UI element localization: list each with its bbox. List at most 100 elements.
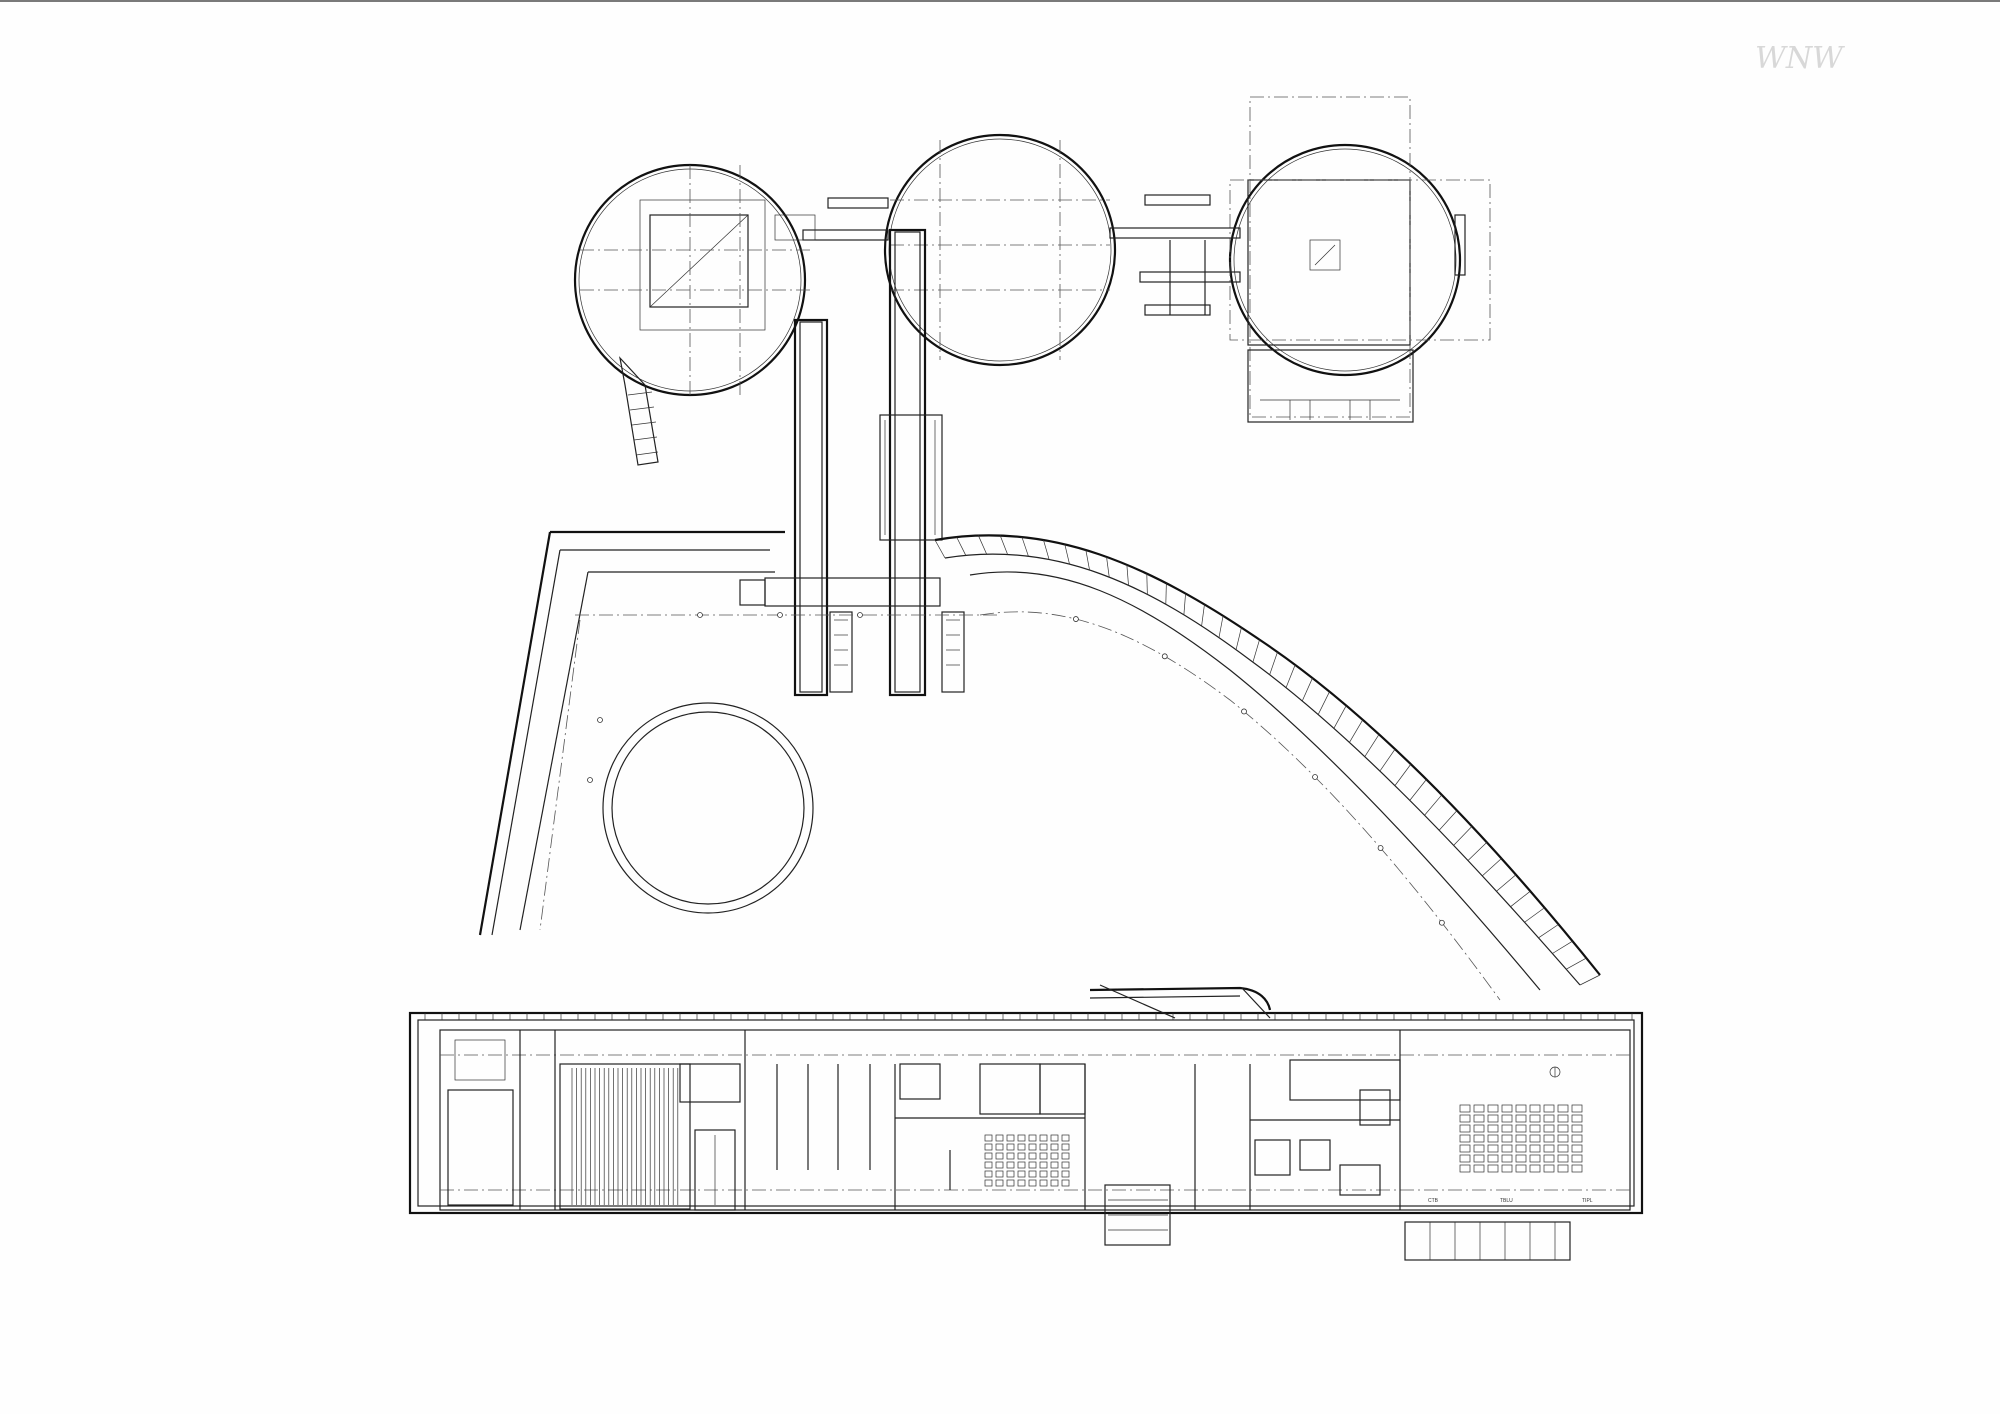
- curved-wall: [934, 534, 1601, 1001]
- signature-mark: WNW: [1755, 41, 1845, 76]
- desk: [1557, 1124, 1569, 1133]
- desk: [1557, 1144, 1569, 1153]
- lower-building: [408, 1011, 1644, 1246]
- wall-pier: [1021, 536, 1029, 557]
- wall-pier: [1566, 957, 1587, 970]
- desk: [1487, 1164, 1499, 1173]
- column-marker: [587, 777, 593, 783]
- wall-pier: [1538, 924, 1559, 939]
- seat: [995, 1134, 1004, 1142]
- desk: [1543, 1104, 1555, 1113]
- column-markers: [587, 612, 1445, 926]
- desk: [1529, 1124, 1541, 1133]
- seat: [1017, 1152, 1026, 1160]
- desk: [1529, 1144, 1541, 1153]
- desk: [1459, 1164, 1471, 1173]
- seat: [995, 1161, 1004, 1169]
- desk: [1501, 1124, 1513, 1133]
- bridge-center-right: [1109, 194, 1241, 316]
- seat: [984, 1143, 993, 1151]
- seat: [995, 1143, 1004, 1151]
- wall-pier: [934, 539, 946, 559]
- auditorium-seating: [571, 1068, 679, 1205]
- desk: [1487, 1104, 1499, 1113]
- wall-pier: [1252, 639, 1260, 663]
- wall-pier: [1424, 794, 1443, 816]
- seat: [1028, 1152, 1037, 1160]
- seat: [1028, 1143, 1037, 1151]
- seat: [1039, 1152, 1048, 1160]
- seat: [1006, 1161, 1015, 1169]
- seat: [1028, 1179, 1037, 1187]
- north-circle-icon: [1549, 1066, 1561, 1078]
- desk: [1529, 1114, 1541, 1123]
- curved-wall-piers: [934, 535, 1601, 986]
- wall-pier: [1579, 974, 1601, 986]
- sheet-top-rule: [0, 0, 2000, 2]
- west-wing: [447, 1039, 514, 1206]
- courtyard-ring: [602, 702, 814, 914]
- seat: [1006, 1134, 1015, 1142]
- desk: [1571, 1114, 1583, 1123]
- seat: [984, 1161, 993, 1169]
- desk: [1529, 1104, 1541, 1113]
- desk: [1459, 1124, 1471, 1133]
- room-label-ctb: CTB: [1428, 1198, 1439, 1204]
- desk: [1571, 1124, 1583, 1133]
- wall-pier: [1496, 874, 1517, 892]
- column-marker: [1161, 653, 1168, 660]
- seat: [1039, 1143, 1048, 1151]
- desk: [1515, 1154, 1527, 1163]
- wall-pier: [1126, 564, 1129, 586]
- seat: [1061, 1161, 1070, 1169]
- column-marker: [857, 612, 863, 618]
- wall-pier: [1333, 705, 1347, 729]
- desk: [1543, 1134, 1555, 1143]
- desk: [1459, 1114, 1471, 1123]
- seat: [995, 1170, 1004, 1178]
- desk: [1543, 1164, 1555, 1173]
- desk: [1501, 1144, 1513, 1153]
- wall-pier: [1510, 890, 1531, 907]
- wall-pier: [1394, 764, 1412, 786]
- seat: [984, 1170, 993, 1178]
- wall-pier: [1453, 826, 1473, 846]
- desk: [1501, 1154, 1513, 1163]
- desk: [1529, 1164, 1541, 1173]
- column-marker: [1312, 774, 1318, 780]
- wall-pier: [956, 536, 967, 556]
- desk: [1501, 1134, 1513, 1143]
- desk: [1543, 1114, 1555, 1123]
- seat: [1039, 1161, 1048, 1169]
- desk: [1501, 1114, 1513, 1123]
- seat: [1006, 1143, 1015, 1151]
- seat: [1061, 1134, 1070, 1142]
- seat: [1039, 1170, 1048, 1178]
- seat: [1039, 1134, 1048, 1142]
- lecture-hall-seating: [1459, 1104, 1583, 1173]
- wall-pier: [1218, 615, 1224, 638]
- seat: [1061, 1152, 1070, 1160]
- desk: [1543, 1144, 1555, 1153]
- seat: [1006, 1152, 1015, 1160]
- seat: [995, 1179, 1004, 1187]
- desk: [1543, 1124, 1555, 1133]
- seat: [1039, 1179, 1048, 1187]
- desk: [1571, 1104, 1583, 1113]
- desk: [1543, 1154, 1555, 1163]
- column-marker: [597, 717, 603, 723]
- desk: [1473, 1134, 1485, 1143]
- seat: [1050, 1170, 1059, 1178]
- wall-pier: [1552, 940, 1573, 954]
- desk: [1473, 1104, 1485, 1113]
- seat: [1050, 1179, 1059, 1187]
- desk: [1515, 1134, 1527, 1143]
- pavilion-exit-stair: [619, 356, 659, 466]
- wall-pier: [1409, 779, 1427, 801]
- desk: [1557, 1154, 1569, 1163]
- wall-pier: [1524, 907, 1545, 923]
- desk: [1515, 1144, 1527, 1153]
- desk: [1473, 1114, 1485, 1123]
